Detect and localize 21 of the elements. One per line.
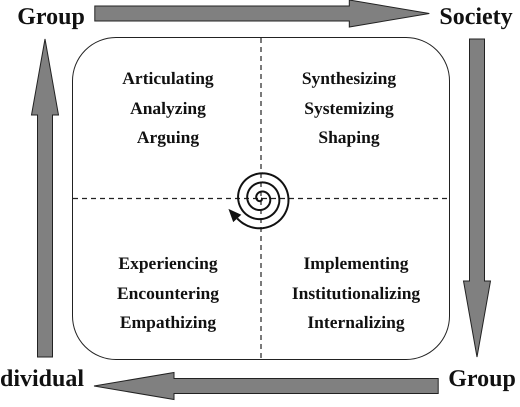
- activity-label: Arguing: [136, 127, 200, 148]
- level-label: Society: [439, 5, 513, 29]
- block-arrow: [94, 372, 439, 400]
- activity-label: Encountering: [116, 282, 220, 303]
- activity-label: Institutionalizing: [292, 282, 420, 303]
- level-label: dividual: [0, 367, 84, 391]
- block-arrow: [94, 0, 430, 28]
- activity-label: Systemizing: [304, 98, 394, 118]
- activity-label: Synthesizing: [302, 68, 396, 88]
- activity-label: Internalizing: [307, 312, 405, 332]
- activity-label: Empathizing: [120, 312, 216, 332]
- activity-label: Experiencing: [118, 253, 218, 274]
- activity-label: Analyzing: [130, 98, 206, 118]
- level-label: Group: [448, 367, 516, 391]
- level-label: Group: [17, 5, 85, 29]
- block-arrow: [462, 38, 492, 358]
- activity-label: Articulating: [122, 68, 214, 88]
- block-arrow: [30, 38, 60, 358]
- rounded-panel: [72, 37, 450, 360]
- activity-label: Shaping: [318, 127, 380, 148]
- activity-label: Implementing: [304, 253, 408, 274]
